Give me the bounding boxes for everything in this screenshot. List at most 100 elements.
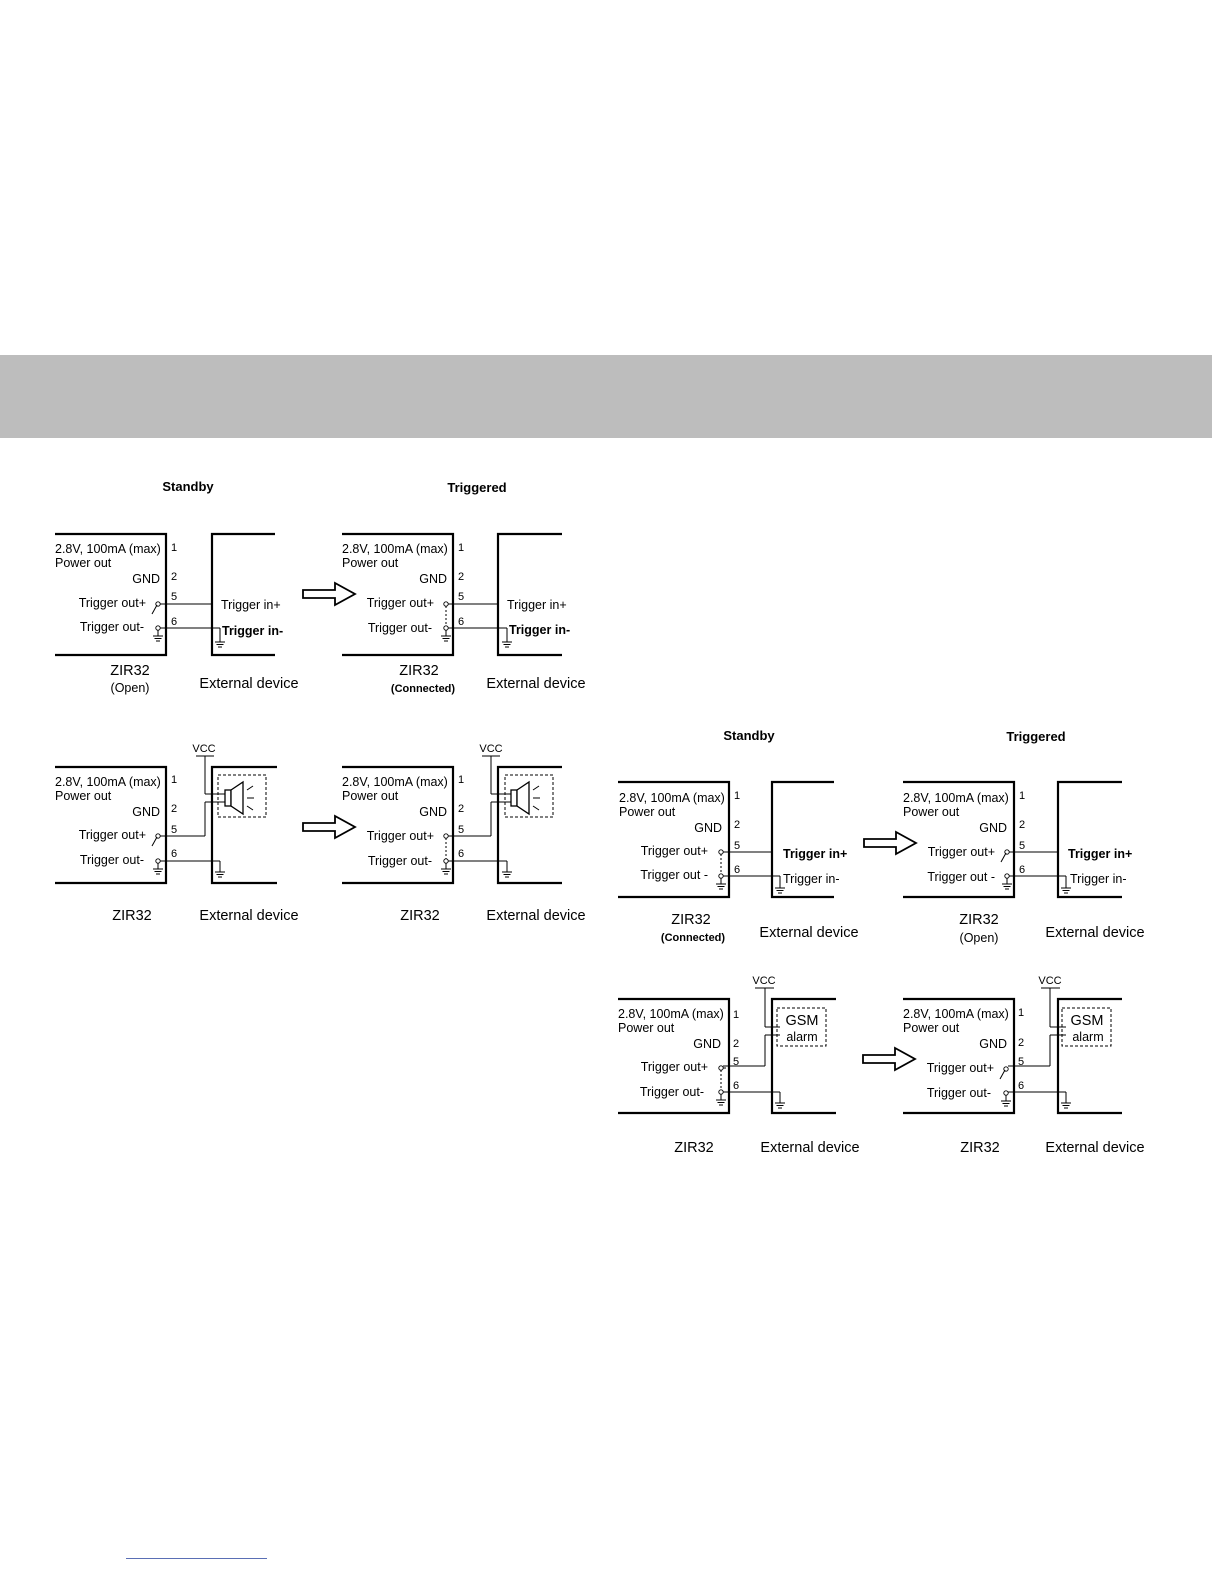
power-out-label: Power out	[619, 805, 676, 819]
pin-1: 1	[458, 774, 464, 786]
trigger-in-minus-label: Trigger in-	[222, 624, 283, 638]
trigger-out-minus-label: Trigger out-	[927, 1086, 991, 1100]
trigger-in-minus-label: Trigger in-	[1070, 872, 1127, 886]
diagram-a-standby: 2.8V, 100mA (max) Power out GND Trigger …	[55, 532, 299, 695]
vcc-label: VCC	[479, 743, 502, 755]
section-header-band	[0, 355, 1212, 438]
device-label: ZIR32	[110, 663, 150, 679]
trigger-out-minus-label: Trigger out-	[368, 854, 432, 868]
header-triggered-left: Triggered	[447, 480, 506, 495]
state-open-label: (Open)	[960, 931, 999, 945]
gnd-label: GND	[132, 805, 160, 819]
pin-6: 6	[458, 848, 464, 860]
pin-5: 5	[171, 591, 177, 603]
external-device-label: External device	[759, 925, 858, 941]
power-label: 2.8V, 100mA (max)	[903, 1007, 1009, 1021]
power-label: 2.8V, 100mA (max)	[903, 791, 1009, 805]
alarm-label: alarm	[786, 1030, 817, 1044]
pin-1: 1	[1018, 1007, 1024, 1019]
gnd-label: GND	[979, 821, 1007, 835]
power-out-label: Power out	[618, 1021, 675, 1035]
device-label: ZIR32	[674, 1140, 714, 1156]
right-arrow-icon	[862, 1047, 916, 1071]
pin-1: 1	[733, 1009, 739, 1021]
gnd-label: GND	[979, 1037, 1007, 1051]
trigger-in-plus-label: Trigger in+	[1068, 847, 1132, 861]
trigger-in-minus-label: Trigger in-	[783, 872, 840, 886]
trigger-out-plus-label: Trigger out+	[367, 596, 434, 610]
pin-2: 2	[1018, 1037, 1024, 1049]
trigger-out-plus-label: Trigger out+	[367, 829, 434, 843]
external-device-label: External device	[199, 676, 298, 692]
power-label: 2.8V, 100mA (max)	[342, 542, 448, 556]
gnd-label: GND	[132, 572, 160, 586]
header-standby-right: Standby	[723, 728, 775, 743]
trigger-out-plus-label: Trigger out+	[79, 828, 146, 842]
trigger-out-plus-label: Trigger out+	[641, 844, 708, 858]
gnd-label: GND	[419, 805, 447, 819]
diagram-b-triggered: 2.8V, 100mA (max) Power out GND Trigger …	[342, 532, 586, 695]
power-label: 2.8V, 100mA (max)	[619, 791, 725, 805]
speaker-icon	[224, 780, 254, 816]
vcc-label: VCC	[1038, 975, 1061, 987]
device-label: ZIR32	[671, 912, 711, 928]
gnd-label: GND	[694, 821, 722, 835]
power-label: 2.8V, 100mA (max)	[342, 775, 448, 789]
power-out-label: Power out	[903, 1021, 960, 1035]
trigger-out-plus-label: Trigger out+	[927, 1061, 994, 1075]
trigger-out-plus-label: Trigger out+	[641, 1060, 708, 1074]
diagram-c-standby-speaker: 2.8V, 100mA (max) Power out GND Trigger …	[55, 743, 299, 924]
trigger-out-minus-label: Trigger out-	[80, 620, 144, 634]
external-device-label: External device	[760, 1140, 859, 1156]
pin-1: 1	[171, 774, 177, 786]
trigger-out-plus-label: Trigger out+	[79, 596, 146, 610]
trigger-in-plus-label: Trigger in+	[507, 598, 567, 612]
pin-1: 1	[1019, 790, 1025, 802]
external-device-label: External device	[1045, 1140, 1144, 1156]
pin-5: 5	[733, 1056, 739, 1068]
external-device-label: External device	[199, 908, 298, 924]
alarm-label: alarm	[1072, 1030, 1103, 1044]
pin-6: 6	[171, 848, 177, 860]
trigger-in-minus-label: Trigger in-	[509, 623, 570, 637]
pin-6: 6	[458, 616, 464, 628]
power-out-label: Power out	[342, 556, 399, 570]
trigger-out-minus-label: Trigger out-	[640, 1085, 704, 1099]
footer-link-underline	[126, 1558, 267, 1559]
power-out-label: Power out	[55, 556, 112, 570]
right-arrow-icon	[302, 815, 356, 839]
header-standby-left: Standby	[162, 479, 214, 494]
pin-5: 5	[171, 824, 177, 836]
pin-1: 1	[171, 542, 177, 554]
diagram-f-triggered-open: 2.8V, 100mA (max) Power out GND Trigger …	[903, 780, 1145, 945]
state-connected-label: (Connected)	[661, 932, 726, 944]
pin-6: 6	[734, 864, 740, 876]
state-connected-label: (Connected)	[391, 683, 456, 695]
gnd-label: GND	[419, 572, 447, 586]
speaker-icon	[510, 780, 540, 816]
trigger-out-minus-label: Trigger out -	[640, 868, 708, 882]
pin-5: 5	[458, 824, 464, 836]
pin-6: 6	[733, 1080, 739, 1092]
gnd-label: GND	[693, 1037, 721, 1051]
pin-2: 2	[1019, 819, 1025, 831]
pin-5: 5	[458, 591, 464, 603]
gsm-label: GSM	[1070, 1013, 1103, 1029]
device-label: ZIR32	[399, 663, 439, 679]
external-device-label: External device	[486, 676, 585, 692]
device-label: ZIR32	[400, 908, 440, 924]
gsm-label: GSM	[785, 1013, 818, 1029]
power-label: 2.8V, 100mA (max)	[55, 775, 161, 789]
pin-2: 2	[171, 571, 177, 583]
right-arrow-icon	[863, 831, 917, 855]
trigger-out-minus-label: Trigger out -	[927, 870, 995, 884]
pin-5: 5	[1019, 840, 1025, 852]
pin-2: 2	[458, 803, 464, 815]
trigger-out-plus-label: Trigger out+	[928, 845, 995, 859]
diagram-g-standby-gsm: 2.8V, 100mA (max) Power out GND Trigger …	[618, 975, 860, 1156]
pin-5: 5	[1018, 1056, 1024, 1068]
pin-2: 2	[734, 819, 740, 831]
pin-2: 2	[458, 571, 464, 583]
device-label: ZIR32	[112, 908, 152, 924]
